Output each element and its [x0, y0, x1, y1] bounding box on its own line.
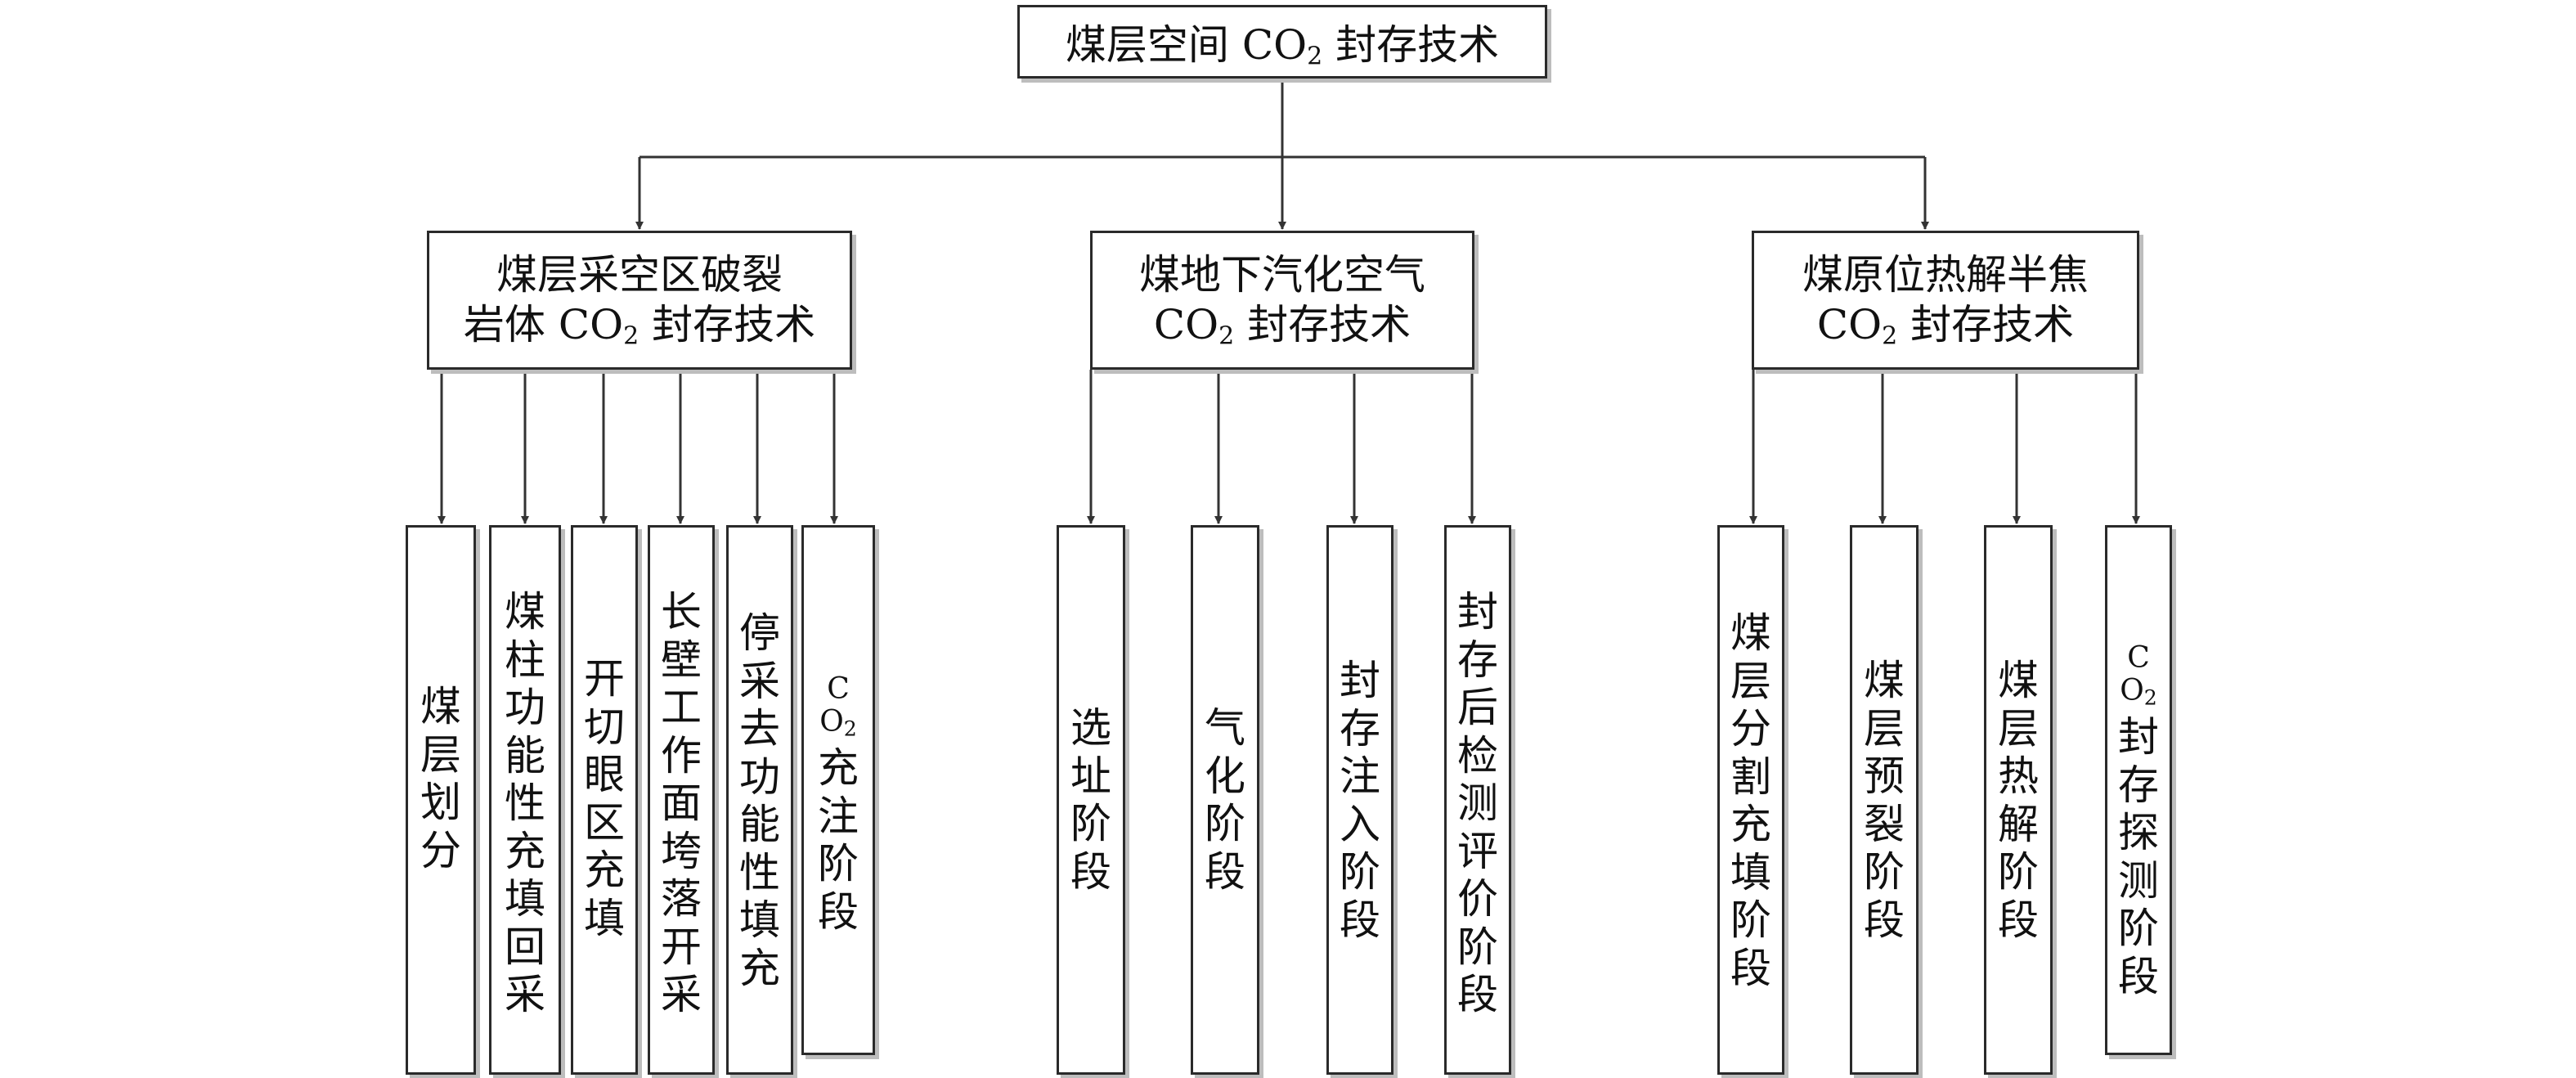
- stage-box: 煤层热解阶段: [1984, 525, 2053, 1075]
- branch-label-line1: 煤原位热解半焦: [1802, 251, 2089, 299]
- stage-label: 煤层预裂阶段: [1864, 657, 1905, 944]
- stage-box: 封存后检测评价阶段: [1444, 525, 1511, 1075]
- co2-label: CO2: [2120, 641, 2157, 710]
- branch-label-line2: CO2 封存技术: [1153, 301, 1411, 351]
- branch-label-line1: 煤地下汽化空气: [1139, 251, 1425, 299]
- branch-node-pyrolysis: 煤原位热解半焦 CO2 封存技术: [1752, 231, 2139, 370]
- stage-label: 选址阶段: [1070, 704, 1111, 896]
- stage-box: 煤层分割充填阶段: [1717, 525, 1784, 1075]
- branch-label-line2: 岩体 CO2 封存技术: [463, 301, 816, 351]
- stage-box: 封存注入阶段: [1326, 525, 1393, 1075]
- stage-box: 煤层预裂阶段: [1850, 525, 1919, 1075]
- stage-label: 停采去功能性填充: [739, 609, 780, 992]
- stage-box: CO2 封存探测阶段: [2105, 525, 2172, 1055]
- stage-box: 煤层划分: [406, 525, 476, 1075]
- stage-box: CO2 充注阶段: [801, 525, 875, 1055]
- branch-node-goaf: 煤层采空区破裂 岩体 CO2 封存技术: [427, 231, 852, 370]
- root-title: 煤层空间 CO2 封存技术: [1065, 21, 1500, 71]
- stage-label: 封存后检测评价阶段: [1457, 588, 1498, 1018]
- root-node: 煤层空间 CO2 封存技术: [1017, 5, 1547, 79]
- stage-box: 选址阶段: [1057, 525, 1125, 1075]
- stage-label: CO2 封存探测阶段: [2116, 642, 2161, 1000]
- stage-box: 气化阶段: [1191, 525, 1259, 1075]
- stage-box: 开切眼区充填: [571, 525, 638, 1075]
- stage-label: 煤层划分: [420, 683, 461, 874]
- stage-box: 长壁工作面垮落开采: [648, 525, 715, 1075]
- stage-label: 封存注入阶段: [1340, 657, 1380, 944]
- stage-label: 长壁工作面垮落开采: [661, 588, 702, 1018]
- branch-label-line1: 煤层采空区破裂: [496, 251, 783, 299]
- branch-node-ucg: 煤地下汽化空气 CO2 封存技术: [1090, 231, 1474, 370]
- branch-label-line2: CO2 封存技术: [1816, 301, 2075, 351]
- stage-label: 煤柱功能性充填回采: [505, 588, 545, 1018]
- stage-box: 煤柱功能性充填回采: [489, 525, 561, 1075]
- co2-label: CO2: [819, 672, 857, 741]
- stage-label: 气化阶段: [1205, 704, 1245, 896]
- stage-label: 煤层分割充填阶段: [1730, 609, 1771, 992]
- stage-label: CO2 充注阶段: [815, 673, 861, 936]
- stage-label: 开切眼区充填: [584, 655, 625, 942]
- stage-box: 停采去功能性填充: [726, 525, 793, 1075]
- stage-label: 煤层热解阶段: [1998, 657, 2039, 944]
